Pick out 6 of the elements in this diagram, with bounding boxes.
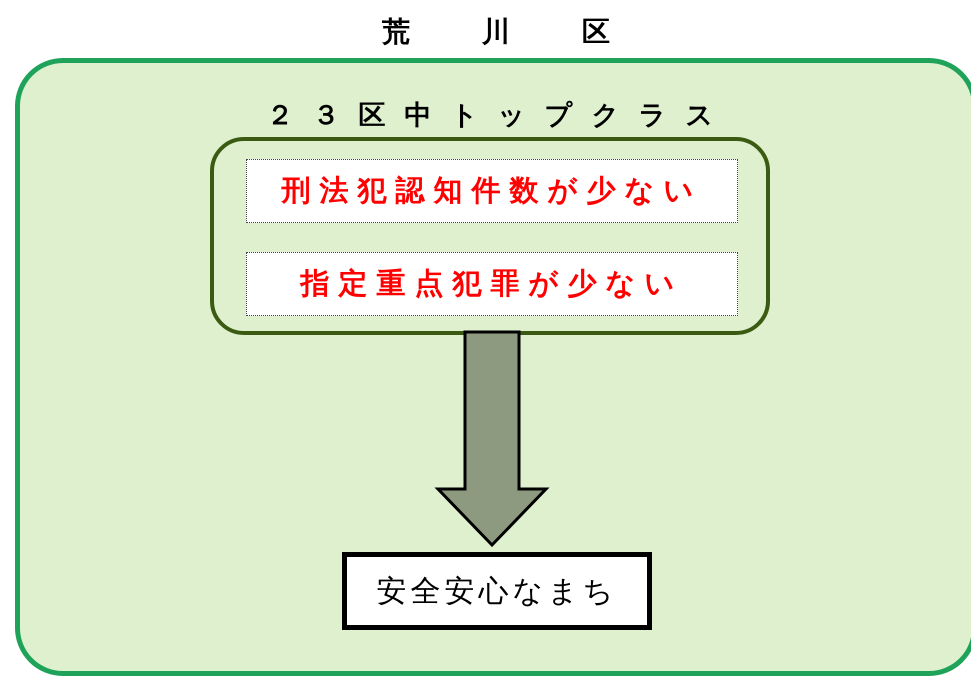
result-box: 刑法犯認知件数が少ない	[246, 159, 738, 223]
result-box: 指定重点犯罪が少ない	[246, 252, 738, 316]
block-arrow	[434, 330, 550, 548]
region-title: 荒川区	[381, 14, 683, 50]
group-heading: ２３区中トップクラス	[266, 99, 734, 133]
outcome-box: 安全安心なまち	[342, 552, 652, 630]
